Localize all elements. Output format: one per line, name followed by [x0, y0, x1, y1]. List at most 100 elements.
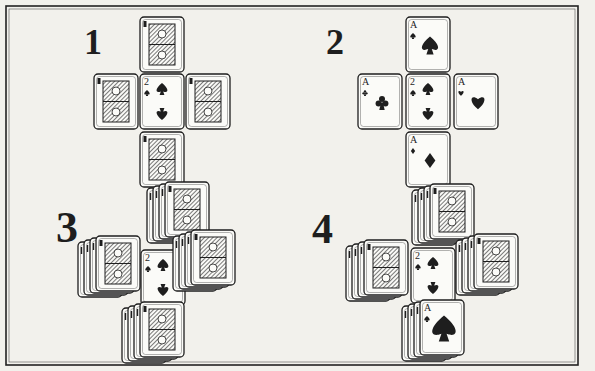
stack-index-mark	[361, 247, 362, 254]
heart-pip	[472, 97, 485, 109]
card-index: 2	[144, 77, 149, 87]
card-outline	[140, 17, 184, 72]
spade-pip	[428, 282, 439, 294]
stack-index-mark	[137, 309, 138, 316]
face-picture	[174, 189, 200, 230]
card-inner-line	[457, 77, 496, 127]
stack-index-mark	[81, 247, 82, 254]
face-index-mark	[195, 234, 198, 240]
spade-pip	[410, 33, 415, 39]
face-head	[112, 108, 120, 116]
face-divider	[149, 329, 175, 330]
stack-index-mark	[125, 313, 126, 320]
face-head	[112, 87, 120, 95]
face-index-mark	[144, 306, 147, 312]
stack-index-mark	[93, 243, 94, 250]
face-picture	[105, 243, 131, 284]
card-inner-line	[409, 20, 448, 70]
frame-inner	[9, 9, 575, 362]
card-inner-line	[423, 303, 462, 353]
club-pip	[376, 96, 389, 110]
card-outline	[406, 17, 450, 72]
face-head	[183, 216, 191, 224]
stack-index-mark	[411, 309, 412, 316]
spade-pip	[158, 284, 169, 296]
card-outline	[420, 300, 464, 355]
face-divider	[200, 257, 226, 258]
card-inner-line	[194, 233, 233, 283]
diagram-number: 4	[312, 208, 333, 250]
face-head	[158, 145, 166, 153]
spade-pip	[415, 264, 420, 270]
face-index-mark	[190, 78, 193, 84]
face-head	[114, 249, 122, 257]
card-inner-line	[97, 77, 136, 127]
card-outline	[454, 74, 498, 129]
spade-pip	[157, 83, 168, 95]
card-outline	[406, 74, 450, 129]
card-outline	[140, 302, 184, 357]
stack-index-mark	[417, 307, 418, 314]
card-inner-line	[99, 239, 138, 289]
spade-pip	[157, 108, 168, 120]
face-index-mark	[144, 21, 147, 27]
card-index: A	[362, 77, 369, 87]
spade-pip	[144, 90, 149, 96]
face-head	[158, 336, 166, 344]
card-inner-line	[367, 243, 406, 293]
stack-index-mark	[427, 191, 428, 198]
diamond-pip	[425, 153, 436, 168]
card-inner-line	[143, 135, 182, 185]
diagram-number: 1	[84, 24, 102, 60]
face-head	[158, 51, 166, 59]
face-head	[204, 87, 212, 95]
face-divider	[174, 209, 200, 210]
face-head	[158, 30, 166, 38]
face-divider	[483, 261, 509, 262]
face-picture	[149, 309, 175, 350]
stack-index-mark	[182, 239, 183, 246]
stack-index-mark	[459, 245, 460, 252]
face-head	[448, 218, 456, 226]
stack-index-mark	[87, 245, 88, 252]
card-outline	[140, 74, 184, 129]
card-index: A	[458, 77, 465, 87]
face-index-mark	[169, 186, 172, 192]
frame-border	[6, 6, 578, 365]
stack-index-mark	[471, 241, 472, 248]
card-outline	[406, 132, 450, 187]
face-index-mark	[368, 244, 371, 250]
stack-index-mark	[465, 243, 466, 250]
heart-pip	[458, 91, 463, 96]
card-outline	[94, 74, 138, 129]
spade-pip	[423, 83, 434, 95]
face-divider	[195, 101, 221, 102]
card-inner-line	[477, 237, 516, 287]
face-index-mark	[98, 78, 101, 84]
stack-index-mark	[131, 311, 132, 318]
card-index: A	[410, 20, 417, 30]
card-inner-line	[168, 185, 207, 235]
face-divider	[373, 267, 399, 268]
diagram-number: 3	[56, 206, 78, 250]
card-inner-line	[361, 77, 400, 127]
card-outline	[411, 248, 455, 303]
face-head	[209, 243, 217, 251]
face-picture	[483, 241, 509, 282]
spade-pip	[424, 316, 429, 322]
face-divider	[103, 101, 129, 102]
face-head	[382, 253, 390, 261]
card-index: 2	[145, 253, 150, 263]
stack-index-mark	[405, 311, 406, 318]
club-pip	[362, 90, 367, 96]
face-divider	[149, 159, 175, 160]
stack-index-mark	[176, 241, 177, 248]
card-index: A	[424, 303, 431, 313]
spade-pip	[158, 259, 169, 271]
face-index-mark	[434, 188, 437, 194]
card-outline	[165, 182, 209, 237]
stack-index-mark	[355, 249, 356, 256]
card-inner-line	[143, 305, 182, 355]
stack-index-mark	[156, 191, 157, 198]
face-divider	[105, 263, 131, 264]
